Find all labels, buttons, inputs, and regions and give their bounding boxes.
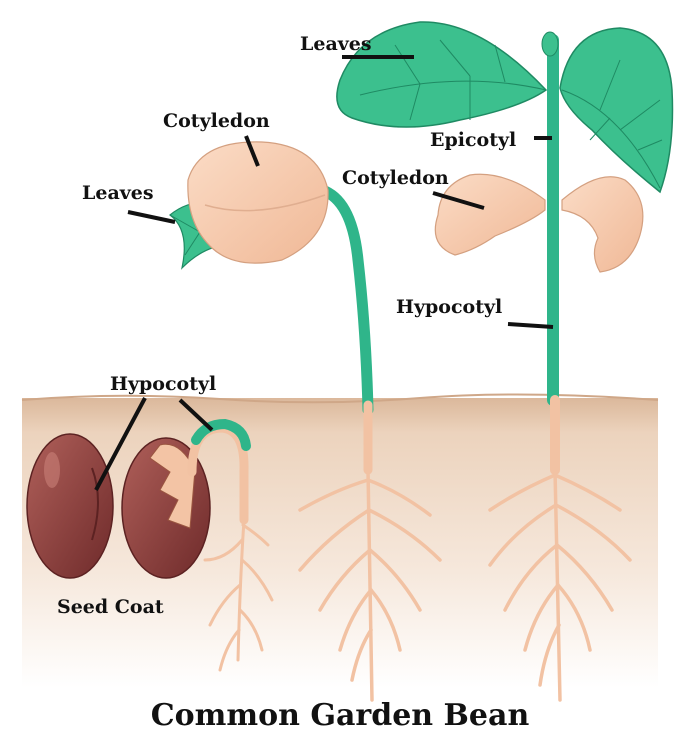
label-leaves-left: Leaves bbox=[82, 182, 154, 204]
leader-hypocotyl-right bbox=[508, 324, 553, 327]
label-hypocotyl-left: Hypocotyl bbox=[110, 373, 216, 395]
diagram-title: Common Garden Bean bbox=[151, 698, 530, 733]
label-seed-coat: Seed Coat bbox=[57, 596, 164, 618]
label-cotyledon-left: Cotyledon bbox=[163, 110, 270, 132]
label-epicotyl: Epicotyl bbox=[430, 129, 516, 151]
leader-leaves-left bbox=[128, 212, 175, 222]
label-cotyledon-right: Cotyledon bbox=[342, 167, 449, 189]
seed-stage bbox=[27, 434, 113, 578]
label-hypocotyl-right: Hypocotyl bbox=[396, 296, 502, 318]
label-leaves-top: Leaves bbox=[300, 33, 372, 55]
